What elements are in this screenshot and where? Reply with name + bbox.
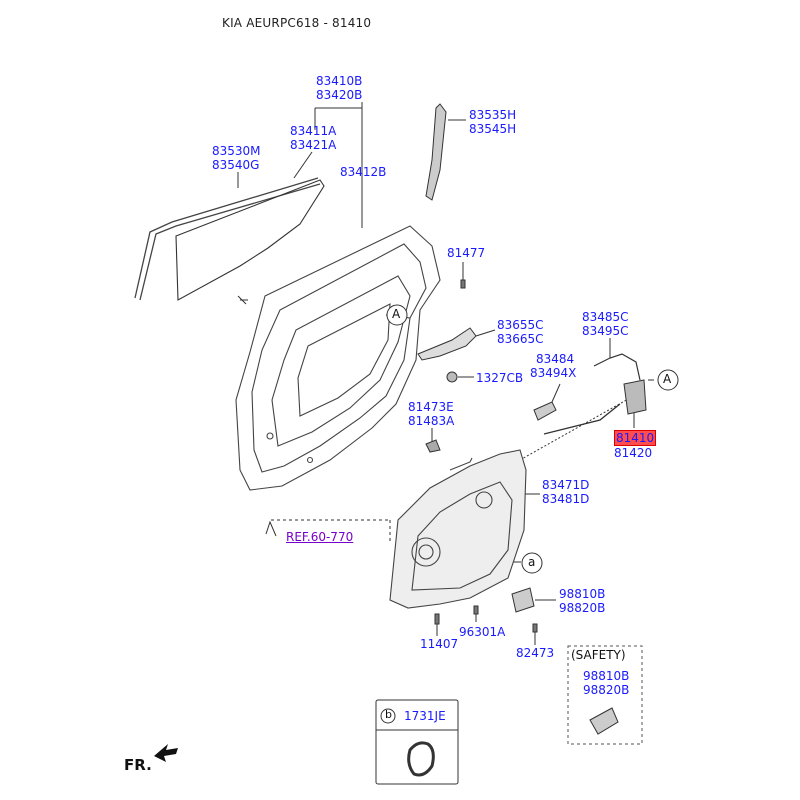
label-11407[interactable]: 11407 [420, 637, 459, 651]
leader-line [551, 383, 561, 403]
window-run-channel [134, 177, 321, 301]
door-glass [175, 179, 325, 301]
label-83410b[interactable]: 83410B [316, 74, 363, 88]
label-83411a[interactable]: 83411A [290, 124, 337, 138]
ref-arrow [265, 520, 277, 537]
glass-clip [237, 295, 248, 305]
label-96301a[interactable]: 96301A [459, 625, 506, 639]
latch-rod [543, 403, 621, 435]
label-83412b[interactable]: 83412B [340, 165, 387, 179]
label-83421a[interactable]: 83421A [290, 138, 337, 152]
label-83530m[interactable]: 83530M [212, 144, 261, 158]
label-98820b[interactable]: 98820B [559, 601, 606, 615]
inside-handle-bracket [533, 401, 557, 421]
label-81483a[interactable]: 81483A [408, 414, 455, 428]
label-83535h[interactable]: 83535H [469, 108, 517, 122]
grommet [407, 741, 435, 777]
door-latch [623, 379, 647, 415]
inset-letter-circle [380, 708, 396, 724]
label-82473[interactable]: 82473 [516, 646, 555, 660]
label-83545h[interactable]: 83545H [469, 122, 517, 136]
marker-A-1 [386, 304, 408, 326]
label-83420b[interactable]: 83420B [316, 88, 363, 102]
marker-a [521, 552, 543, 574]
label-83484[interactable]: 83484 [536, 352, 575, 366]
outside-handle [417, 327, 477, 361]
screw [473, 605, 479, 615]
label-81477[interactable]: 81477 [447, 246, 486, 260]
reference-link[interactable]: REF.60-770 [286, 530, 354, 544]
label-83471d[interactable]: 83471D [542, 478, 590, 492]
bolt [460, 279, 466, 289]
label-1327cb[interactable]: 1327CB [476, 371, 524, 385]
safety-label: (SAFETY) [571, 648, 626, 662]
nut [446, 371, 458, 383]
label-safety-98820b[interactable]: 98820B [583, 683, 630, 697]
label-81410-highlighted[interactable]: 81410 [614, 430, 657, 446]
label-83481d[interactable]: 83481D [542, 492, 590, 506]
inset-letter: b [385, 708, 392, 721]
label-83495c[interactable]: 83495C [582, 324, 629, 338]
marker-A-label-2: A [663, 372, 672, 386]
inset-box [375, 699, 459, 785]
pillar-garnish [425, 103, 447, 201]
clip [425, 439, 441, 453]
label-1731je[interactable]: 1731JE [404, 709, 446, 723]
label-83655c[interactable]: 83655C [497, 318, 544, 332]
page-title: KIA AEURPC618 - 81410 [222, 16, 372, 30]
label-83665c[interactable]: 83665C [497, 332, 544, 346]
fr-arrow [154, 744, 178, 762]
front-direction-label: FR. [124, 756, 152, 774]
label-98810b[interactable]: 98810B [559, 587, 606, 601]
label-83485c[interactable]: 83485C [582, 310, 629, 324]
label-81473e[interactable]: 81473E [408, 400, 454, 414]
leader-line [475, 329, 496, 337]
leader-line [519, 397, 631, 461]
marker-a-label: a [528, 555, 536, 569]
cable [593, 353, 641, 381]
marker-A-2 [657, 369, 679, 391]
safety-actuator [589, 707, 619, 735]
door-module-panel [389, 449, 527, 609]
door-frame [235, 225, 441, 491]
label-83540g[interactable]: 83540G [212, 158, 260, 172]
label-81420[interactable]: 81420 [614, 446, 653, 460]
leader-line [293, 151, 313, 179]
screw [434, 613, 440, 625]
marker-A-label-1: A [392, 307, 401, 321]
actuator [511, 587, 535, 613]
safety-box [567, 645, 643, 745]
screw [532, 623, 538, 633]
label-83494x[interactable]: 83494X [530, 366, 577, 380]
label-safety-98810b[interactable]: 98810B [583, 669, 630, 683]
